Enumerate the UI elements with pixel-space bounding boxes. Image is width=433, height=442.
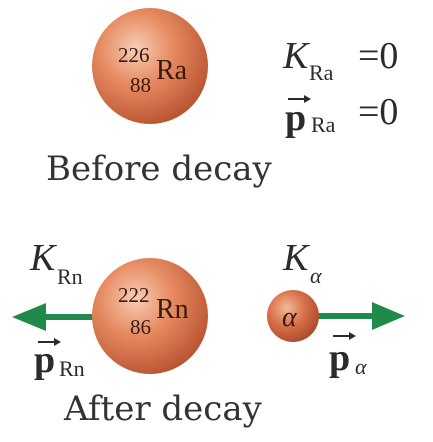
- radon-arrow-shaft: [40, 314, 120, 320]
- radium-sphere: [92, 8, 208, 124]
- radon-sphere: [92, 258, 208, 374]
- radon-kinetic-energy-symbol: K: [29, 237, 57, 279]
- momentum-subscript: Ra: [311, 112, 336, 137]
- kinetic-energy-rhs: =0: [358, 35, 398, 77]
- after-decay-group: 222 Rn 86 K Rn p Rn α K α: [12, 237, 405, 429]
- radium-mass-number: 226: [118, 43, 150, 67]
- alpha-momentum-symbol: p: [329, 337, 350, 379]
- radon-arrow-head-icon: [12, 303, 46, 331]
- momentum-symbol: p: [285, 97, 306, 139]
- vector-arrow-head-icon: [54, 338, 61, 346]
- radon-symbol: Rn: [156, 294, 189, 325]
- alpha-momentum-label: p α: [329, 332, 367, 379]
- radium-symbol: Ra: [156, 55, 188, 86]
- alpha-velocity-arrow: [300, 302, 405, 330]
- alpha-arrow-head-icon: [372, 302, 405, 330]
- alpha-sphere: [267, 290, 319, 342]
- momentum-rhs: =0: [358, 91, 398, 133]
- after-decay-caption: After decay: [63, 389, 263, 429]
- radon-nucleus: 222 Rn 86: [92, 258, 208, 374]
- vector-arrow-head-icon: [349, 332, 356, 340]
- alpha-particle: α: [267, 290, 319, 342]
- vector-arrow-head-icon: [304, 95, 311, 103]
- kinetic-energy-subscript: Ra: [309, 60, 334, 85]
- radon-momentum-label: p Rn: [34, 338, 85, 381]
- alpha-momentum-subscript: α: [355, 354, 367, 379]
- radium-atomic-number: 88: [130, 73, 151, 97]
- radium-momentum-equation: p Ra =0: [285, 91, 398, 139]
- alpha-kinetic-energy-subscript: α: [310, 263, 322, 288]
- before-decay-caption: Before decay: [46, 149, 273, 189]
- radon-kinetic-energy-subscript: Rn: [57, 264, 83, 289]
- before-decay-group: 226 Ra 88 K Ra =0 p Ra =0 Before decay: [46, 8, 398, 189]
- radon-atomic-number: 86: [130, 315, 151, 339]
- alpha-kinetic-energy-symbol: K: [282, 237, 310, 279]
- alpha-arrow-shaft: [300, 313, 380, 319]
- radon-mass-number: 222: [118, 283, 150, 307]
- radon-kinetic-energy-label: K Rn: [29, 237, 83, 289]
- alpha-kinetic-energy-label: K α: [282, 237, 322, 288]
- radon-momentum-subscript: Rn: [59, 356, 85, 381]
- radon-velocity-arrow: [12, 303, 120, 331]
- radon-momentum-symbol: p: [34, 339, 55, 381]
- alpha-symbol: α: [282, 302, 298, 333]
- radium-kinetic-energy-equation: K Ra =0: [282, 35, 398, 85]
- kinetic-energy-symbol: K: [282, 35, 310, 77]
- radium-nucleus: 226 Ra 88: [92, 8, 208, 124]
